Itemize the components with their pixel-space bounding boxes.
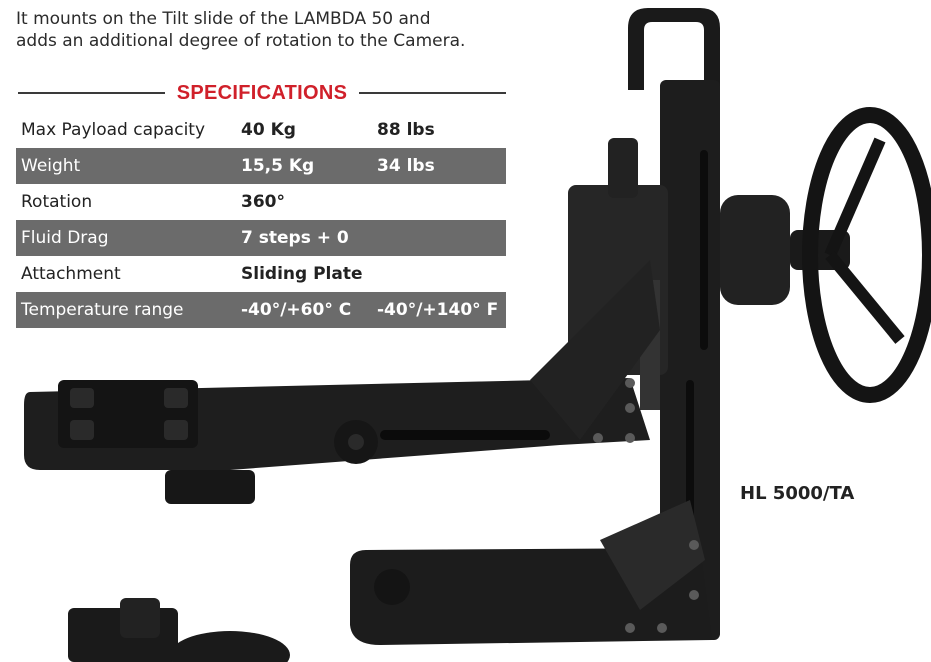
- model-label: HL 5000/TA: [740, 483, 855, 504]
- arm-foot: [165, 470, 255, 504]
- spec-label: Max Payload capacity: [21, 120, 206, 140]
- spec-metric-value: 360°: [241, 192, 285, 212]
- bolt: [593, 433, 603, 443]
- spec-metric-value: 15,5 Kg: [241, 148, 377, 184]
- spec-metric-value: -40°/+60° C: [241, 292, 377, 328]
- wheel-spoke: [825, 251, 905, 344]
- base-knob: [374, 569, 410, 605]
- bolt: [689, 540, 699, 550]
- bolt: [625, 378, 635, 388]
- spec-imperial-value: 34 lbs: [377, 148, 506, 184]
- spec-label: Weight: [16, 148, 241, 184]
- mount-screw: [70, 420, 94, 440]
- spec-label: Attachment: [21, 264, 121, 284]
- spec-row-weight: Weight 15,5 Kg 34 lbs: [16, 148, 506, 184]
- wheel-spoke: [824, 137, 886, 258]
- spec-imperial-value: -40°/+140° F: [377, 292, 506, 328]
- specifications-heading: SPECIFICATIONS: [18, 79, 507, 107]
- spec-metric-value: Sliding Plate: [241, 264, 363, 284]
- spec-imperial-value: [377, 220, 506, 256]
- spec-row-attachment: Attachment Sliding Plate: [16, 256, 506, 292]
- intro-line-2: adds an additional degree of rotation to…: [16, 31, 466, 51]
- base-brace: [600, 500, 705, 610]
- lock-knob: [608, 138, 638, 198]
- column-slot: [700, 150, 708, 350]
- partial-accessory-disc: [170, 631, 290, 662]
- spec-row-payload: Max Payload capacity 40 Kg 88 lbs: [16, 112, 506, 148]
- heading-rule-left: [18, 92, 165, 94]
- specifications-title: SPECIFICATIONS: [176, 81, 348, 104]
- mount-screw: [164, 420, 188, 440]
- intro-line-1: It mounts on the Tilt slide of the LAMBD…: [16, 9, 431, 29]
- partial-accessory-knob: [120, 598, 160, 638]
- spec-metric-value: 7 steps + 0: [241, 220, 377, 256]
- bolt: [625, 403, 635, 413]
- spec-label: Temperature range: [16, 292, 241, 328]
- handwheel: [802, 107, 931, 403]
- spec-imperial-value: 88 lbs: [377, 120, 435, 140]
- spec-metric-value: 40 Kg: [241, 120, 296, 140]
- spec-imperial-value: [377, 256, 506, 292]
- wheel-hub: [720, 195, 790, 305]
- bolt: [689, 590, 699, 600]
- diagonal-brace: [530, 260, 660, 440]
- mount-screw: [70, 388, 94, 408]
- top-handle: [628, 8, 720, 90]
- heading-rule-right: [359, 92, 507, 94]
- spec-label: Rotation: [21, 192, 93, 212]
- spec-row-rotation: Rotation 360°: [16, 184, 506, 220]
- bolt: [625, 623, 635, 633]
- slide-slot: [380, 430, 550, 440]
- bolt: [657, 623, 667, 633]
- bolt: [625, 433, 635, 443]
- spec-row-temperature: Temperature range -40°/+60° C -40°/+140°…: [16, 292, 506, 328]
- spec-row-fluid-drag: Fluid Drag 7 steps + 0: [16, 220, 506, 256]
- specifications-table: Max Payload capacity 40 Kg 88 lbs Weight…: [16, 112, 506, 328]
- spec-label: Fluid Drag: [16, 220, 241, 256]
- intro-text: It mounts on the Tilt slide of the LAMBD…: [16, 8, 516, 52]
- slide-knob-center: [348, 434, 364, 450]
- mount-screw: [164, 388, 188, 408]
- spec-imperial-value: [377, 184, 506, 220]
